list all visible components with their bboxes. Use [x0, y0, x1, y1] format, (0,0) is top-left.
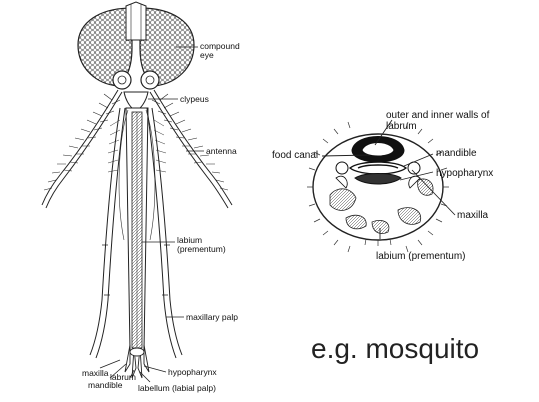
- label-labium: labium (prementum): [177, 236, 232, 254]
- label-maxilla-cross: maxilla: [457, 210, 488, 221]
- label-hypopharynx-cross: hypopharynx: [436, 168, 493, 179]
- label-compound-eye: compound eye: [200, 42, 240, 60]
- label-outer-inner-walls: outer and inner walls of labrum: [386, 110, 490, 132]
- caption: e.g. mosquito: [311, 333, 479, 365]
- label-labium-cross: labium (prementum): [376, 251, 465, 262]
- label-labellum: labellum (labial palp): [138, 384, 216, 393]
- label-clypeus: clypeus: [180, 95, 209, 104]
- label-labrum: labrum: [110, 373, 136, 382]
- label-maxilla: maxilla: [82, 369, 108, 378]
- label-hypopharynx: hypopharynx: [168, 368, 217, 377]
- label-mandible: mandible: [88, 381, 123, 390]
- label-antenna: antenna: [206, 147, 237, 156]
- label-food-canal: food canal: [272, 150, 318, 161]
- label-mandible-cross: mandible: [436, 148, 477, 159]
- label-maxillary-palp: maxillary palp: [186, 313, 238, 322]
